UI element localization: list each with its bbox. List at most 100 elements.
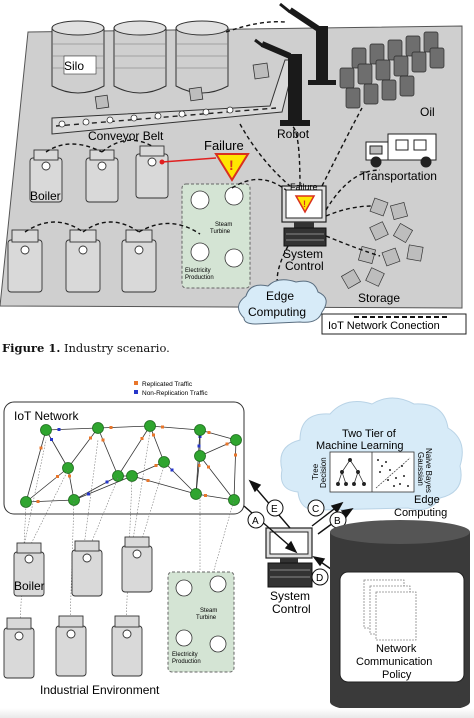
traffic-marker: [39, 446, 43, 450]
steam-turbine-panel: [181, 183, 251, 289]
network-node: [144, 420, 156, 432]
warning-icon-system: !: [294, 195, 316, 214]
industrial-environment-label: Industrial Environment: [40, 683, 160, 697]
traffic-marker: [68, 474, 71, 478]
network-nodes: [20, 420, 242, 508]
policy-label-2: Communication: [356, 656, 432, 668]
decision-tree-label-2: Tree: [311, 463, 320, 480]
traffic-marker: [146, 479, 150, 482]
storage-label: Storage: [358, 291, 400, 305]
traffic-marker: [207, 465, 210, 469]
steam-turbine-label-fig2: Steam: [200, 608, 217, 614]
network-node: [20, 496, 32, 508]
architecture-figure: IoT Network Replicated Traffic Non-Repli…: [3, 381, 470, 714]
traffic-marker: [89, 436, 92, 440]
non-replicated-legend: Non-Replication Traffic: [142, 390, 208, 397]
network-node: [190, 488, 202, 500]
robot-label: Robot: [277, 127, 310, 141]
legend-label: IoT Network Conection: [328, 320, 440, 332]
non-replicated-swatch: [134, 390, 138, 394]
network-edge: [199, 455, 235, 501]
traffic-marker: [56, 475, 59, 478]
traffic-marker: [57, 428, 61, 431]
transportation-label: Transportation: [360, 169, 437, 183]
electricity-label-fig2-2: Production: [172, 659, 201, 665]
turbine-icons: [175, 575, 227, 653]
replicated-swatch: [134, 381, 138, 385]
traffic-marker: [154, 464, 158, 467]
industry-scenario-figure: Silo Conveyor Belt Robot: [0, 2, 467, 335]
traffic-marker: [225, 442, 229, 446]
conveyor-belt: [51, 59, 296, 135]
network-edge: [149, 425, 165, 463]
edge-label-fig2: Edge: [414, 494, 440, 506]
step-a: A: [252, 516, 259, 527]
network-edge: [233, 439, 237, 501]
iot-network-label: IoT Network: [14, 409, 79, 423]
network-edges: [25, 425, 237, 503]
system-control-label: System: [283, 247, 323, 261]
network-edge: [25, 499, 75, 503]
network-node: [194, 450, 206, 462]
scatter-icon: [375, 457, 411, 489]
boiler-label-2: Boiler: [14, 579, 45, 593]
flow-arrows: [243, 479, 354, 575]
device-links: [19, 431, 235, 625]
conveyor-belt-label: Conveyor Belt: [88, 129, 164, 143]
network-edge: [67, 427, 99, 469]
step-c: C: [312, 504, 319, 515]
truck: [365, 133, 437, 168]
electricity-production-label: Electricity: [185, 268, 211, 274]
svg-text:!: !: [229, 157, 234, 173]
network-node: [126, 470, 138, 482]
network-node: [62, 462, 74, 474]
traffic-marker: [101, 438, 105, 442]
caption-text: Industry scenario.: [60, 341, 170, 355]
step-e: E: [271, 504, 278, 515]
network-edge: [45, 429, 69, 469]
traffic-marker: [87, 492, 90, 496]
network-edge: [25, 429, 47, 503]
silo-label: Silo: [64, 59, 84, 73]
network-edge: [195, 493, 235, 501]
figure-1-caption: Figure 1. Industry scenario.: [2, 341, 170, 355]
network-edge: [97, 425, 151, 429]
network-edge: [131, 475, 197, 495]
failure-label-top: Failure: [204, 138, 244, 153]
network-edge: [199, 429, 237, 441]
system-control-computer: [281, 185, 327, 247]
traffic-marker: [170, 468, 174, 472]
network-edge: [149, 425, 201, 431]
ml-title: Two Tier of: [342, 428, 397, 440]
network-edge: [117, 425, 151, 477]
boiler-group: [7, 145, 169, 293]
policy-database: [330, 520, 470, 714]
traffic-marker: [50, 438, 53, 441]
oil-barrels: [339, 31, 445, 109]
policy-label: Network: [376, 643, 417, 655]
step-markers: [247, 499, 347, 586]
ml-title-2: Machine Learning: [316, 440, 403, 452]
silo-group: [51, 20, 229, 94]
boiler-label: Boiler: [30, 189, 61, 203]
traffic-marker: [161, 425, 164, 429]
network-edge: [25, 467, 69, 503]
system-control-computer-2: [265, 527, 313, 588]
electricity-label-fig2: Electricity: [172, 652, 198, 658]
legend-box: [321, 313, 467, 335]
steam-turbine-label-2: Turbine: [210, 229, 231, 235]
policy-label-3: Policy: [382, 669, 412, 681]
network-edge: [195, 429, 201, 495]
network-node: [40, 424, 52, 436]
step-b: B: [334, 516, 341, 527]
network-edge: [97, 427, 119, 477]
traffic-marker: [197, 464, 201, 467]
naive-bayes-label-2: Naive Bayes: [424, 448, 433, 493]
decision-tree-icon: [336, 458, 366, 486]
network-node: [112, 470, 124, 482]
electricity-production-label-2: Production: [185, 275, 214, 281]
network-node: [230, 434, 242, 446]
network-node: [158, 456, 170, 468]
iot-connections: [24, 21, 381, 295]
edge-label-fig2-2: Computing: [394, 507, 447, 519]
